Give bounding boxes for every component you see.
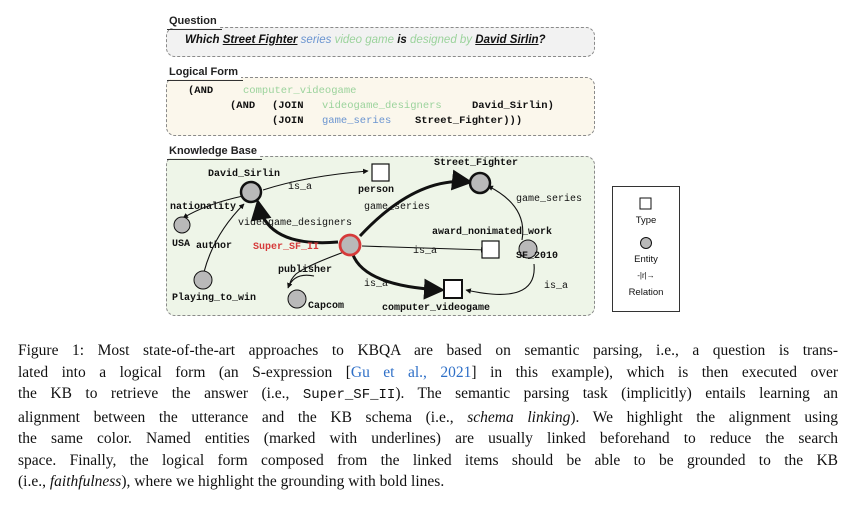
edge-david-person: [262, 168, 369, 191]
label-david: David_Sirlin: [208, 168, 280, 180]
label-person: person: [358, 185, 394, 196]
label-playing: Playing_to_win: [172, 292, 256, 304]
label-sf2010: SF_2010: [516, 251, 558, 262]
edge-sf2010-cvg: [465, 263, 535, 295]
edge-sf2010-streetfighter: [487, 185, 524, 241]
lf-join-1: (JOIN: [272, 100, 304, 112]
caption-line-2: lated into a logical form (an S-expressi…: [18, 363, 839, 381]
edge-supersf-cvg: [350, 251, 445, 300]
edge-label-is-a-2: is_a: [413, 245, 437, 257]
lf-type: computer_videogame: [243, 85, 357, 97]
caption-line-1: Figure 1: Most state-of-the-art approach…: [18, 342, 838, 359]
lf-join-2: (JOIN: [272, 115, 304, 127]
edge-capcom-curve: [287, 274, 315, 289]
question-mark: ?: [538, 34, 546, 46]
citation-link[interactable]: Gu et al., 2021: [350, 363, 472, 381]
question-entity-david-sirlin: David Sirlin: [475, 34, 539, 46]
node-award: [481, 240, 500, 259]
edge-david-usa: [182, 195, 244, 219]
edge-supersf-streetfighter: [358, 169, 473, 238]
node-capcom: [287, 289, 307, 309]
legend-relation-glyph: -|r|→: [637, 271, 655, 280]
node-sf2010: [518, 239, 538, 259]
logical-form-box: [166, 77, 595, 136]
edge-label-game-series-1: game_series: [364, 201, 430, 213]
caption-line-4: alignment between the utterance and the …: [18, 408, 838, 426]
label-nationality: nationality: [170, 201, 236, 213]
knowledge-base-graph: David_Sirlin person Street_Fighter natio…: [170, 157, 582, 314]
node-david: [239, 180, 263, 204]
question-is: is: [397, 34, 407, 46]
edge-label-designers: videogame_designers: [238, 217, 352, 229]
node-super-sf: [338, 233, 362, 257]
lf-and-1: (AND: [188, 85, 214, 97]
edge-label-is-a-1: is_a: [288, 181, 312, 193]
edge-supersf-david: [250, 199, 339, 245]
legend-entity-label: Entity: [634, 254, 658, 265]
lf-entity-street-fighter: Street_Fighter))): [415, 115, 523, 127]
label-super-sf: Super_SF_II: [253, 242, 319, 253]
lf-entity-david: David_Sirlin): [472, 100, 554, 112]
figure-caption: Figure 1: Most state-of-the-art approach…: [18, 340, 838, 493]
question-tab: Question: [167, 15, 222, 30]
label-award: award_nonimated_work: [432, 226, 552, 238]
caption-line-6: space. Finally, the logical form compose…: [18, 451, 838, 469]
label-cvg: computer_videogame: [382, 302, 490, 314]
question-relation-series: series: [300, 34, 332, 46]
caption-line-7: (i.e., faithfulness), where we highlight…: [18, 473, 445, 490]
label-street-fighter: Street_Fighter: [434, 157, 518, 169]
node-usa: [173, 216, 191, 234]
question-text: Which Street Fighter series video game i…: [185, 34, 546, 46]
node-playing: [193, 270, 213, 290]
question-box: [166, 27, 595, 57]
legend-type-label: Type: [635, 215, 657, 226]
label-author: author: [196, 240, 232, 252]
node-cvg: [443, 279, 463, 299]
question-entity-street-fighter: Street Fighter: [222, 34, 298, 46]
label-publisher: publisher: [278, 264, 332, 276]
logical-form-tab: Logical Form: [167, 66, 244, 81]
edge-label-game-series-2: game_series: [516, 193, 582, 205]
edge-supersf-capcom: [289, 251, 345, 285]
legend-type-icon: [639, 197, 652, 210]
edge-supersf-award: [361, 245, 487, 253]
edge-label-is-a-3: is_a: [364, 278, 388, 290]
caption-line-5: the same color. Named entities (marked w…: [18, 430, 838, 447]
legend-entity-icon: [640, 237, 652, 249]
edge-playing-david: [203, 203, 245, 273]
caption-line-3: the KB to retrieve the answer (i.e., Sup…: [18, 385, 839, 403]
question-relation-video-game: video game: [334, 34, 395, 46]
legend: Type Entity -|r|→ Relation: [612, 186, 680, 312]
question-relation-designed-by: designed by: [410, 34, 473, 46]
legend-relation-label: Relation: [628, 287, 664, 298]
knowledge-base-tab: Knowledge Base: [167, 145, 263, 160]
question-prefix: Which: [185, 34, 220, 46]
node-street-fighter: [468, 171, 492, 195]
lf-relation-designers: videogame_designers: [322, 100, 442, 112]
label-capcom: Capcom: [308, 301, 344, 312]
lf-relation-series: game_series: [322, 115, 392, 127]
lf-and-2: (AND: [230, 100, 256, 112]
node-person: [371, 163, 390, 182]
label-usa: USA: [172, 239, 190, 250]
edge-label-is-a-4: is_a: [544, 280, 568, 292]
